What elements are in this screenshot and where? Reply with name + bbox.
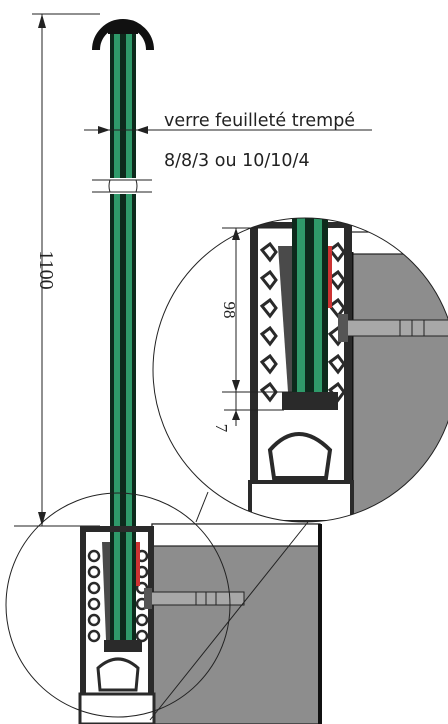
glass-type-label: verre feuilleté trempé — [164, 111, 355, 131]
callout-connector — [195, 491, 209, 523]
height-dimension: 1100 — [14, 13, 100, 527]
base-gap-label: 7 — [212, 424, 231, 433]
insertion-depth-label: 98 — [220, 302, 239, 319]
glass-spec-label: 8/8/3 ou 10/10/4 — [164, 151, 310, 171]
anchor-bolt-icon — [144, 588, 245, 609]
glass-thickness-annotation: verre feuilleté trempé 8/8/3 ou 10/10/4 — [84, 111, 372, 171]
detail-view — [152, 217, 448, 523]
callout-connector-2 — [149, 521, 309, 721]
insertion-depth-dimension: 98 — [220, 227, 292, 393]
base-gap-dimension: 7 — [212, 392, 284, 433]
base-assembly — [78, 523, 322, 724]
round-cap-icon — [92, 19, 154, 51]
height-label: 1100 — [35, 250, 57, 289]
base-callout-circle — [5, 492, 231, 718]
